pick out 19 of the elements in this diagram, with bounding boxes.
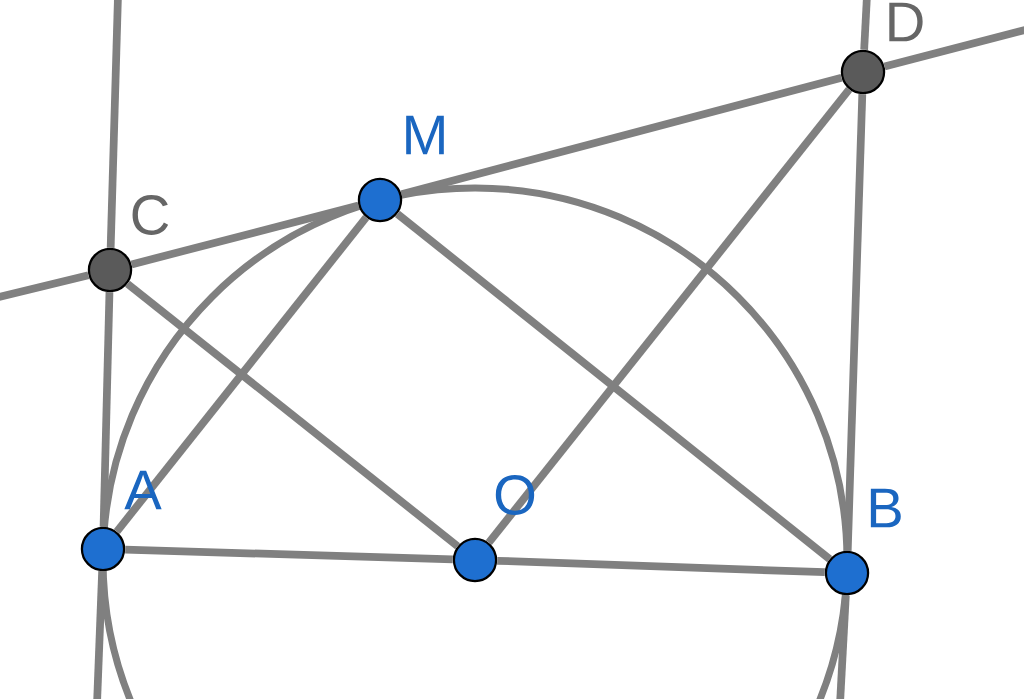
point-label: M [406, 115, 444, 155]
point-label: C [132, 195, 169, 235]
point-label: D [889, 2, 923, 42]
line-segment [485, 86, 853, 545]
line-segment [0, 271, 90, 302]
line-segment [113, 215, 370, 534]
point-marker [824, 550, 870, 596]
line-segment [125, 280, 461, 550]
point-marker [840, 49, 886, 95]
point-marker [357, 177, 403, 223]
point-marker [452, 537, 498, 583]
point-label: B [870, 488, 901, 528]
point-marker [80, 526, 126, 572]
line-segment [836, 594, 850, 699]
line-segment [883, 25, 1024, 71]
line-segment [394, 210, 833, 563]
line-segment [400, 73, 843, 199]
line-segment [130, 201, 360, 269]
point-marker [87, 247, 133, 293]
